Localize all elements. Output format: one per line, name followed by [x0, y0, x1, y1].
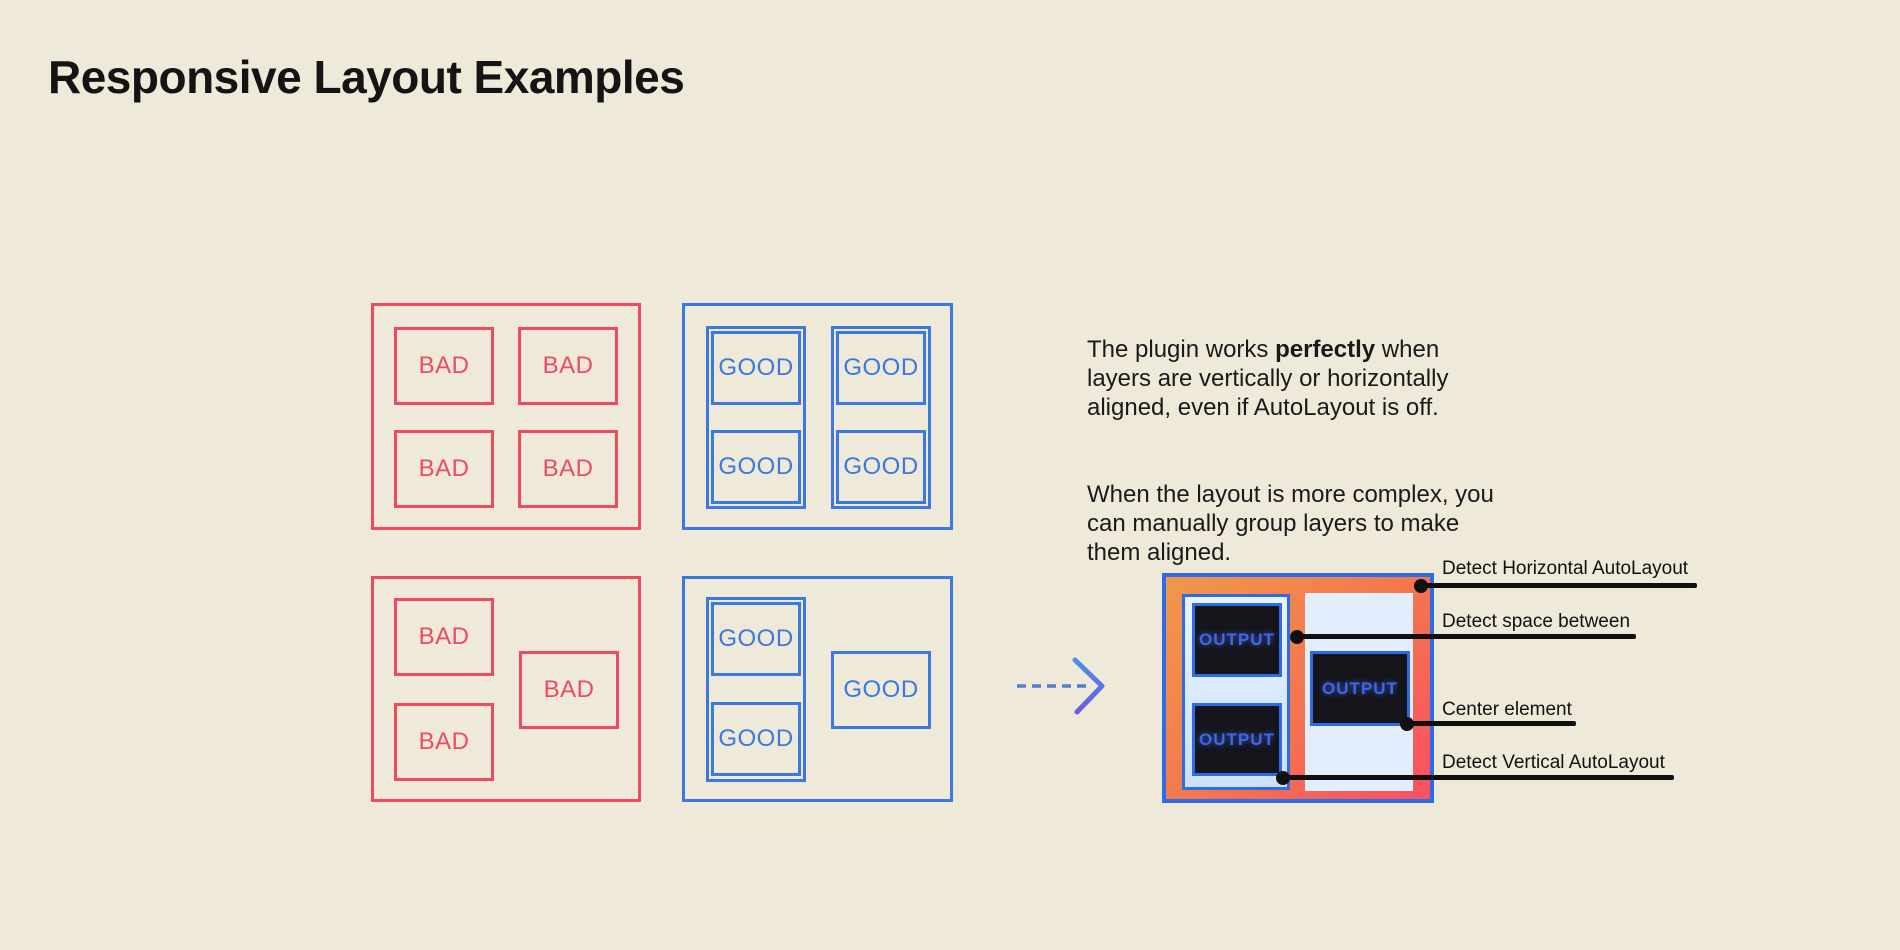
- good-box: GOOD: [836, 331, 926, 405]
- bad-group-complex: BAD BAD BAD: [371, 576, 641, 802]
- page-title: Responsive Layout Examples: [48, 51, 685, 103]
- description-paragraph-1: The plugin works perfectly when layers a…: [1087, 336, 1449, 421]
- connector-dot: [1414, 579, 1428, 593]
- connector-dot: [1290, 630, 1304, 644]
- bad-box: BAD: [518, 430, 618, 508]
- good-group-complex: GOOD GOOD GOOD: [682, 576, 953, 802]
- annotation-detect-vertical-autolayout: Detect Vertical AutoLayout: [1442, 752, 1665, 773]
- bad-box: BAD: [394, 703, 494, 781]
- good-box: GOOD: [711, 702, 801, 776]
- annotation-center-element: Center element: [1442, 699, 1572, 720]
- bad-group-aligned: BAD BAD BAD BAD: [371, 303, 641, 530]
- connector-dot: [1276, 771, 1290, 785]
- leader-line: [1407, 721, 1576, 726]
- good-box: GOOD: [831, 651, 931, 729]
- annotation-detect-horizontal-autolayout: Detect Horizontal AutoLayout: [1442, 558, 1689, 579]
- good-column-group: GOOD GOOD: [706, 326, 806, 509]
- good-column-group: GOOD GOOD: [831, 326, 931, 509]
- good-group-aligned: GOOD GOOD GOOD GOOD: [682, 303, 953, 530]
- bad-box: BAD: [394, 598, 494, 676]
- good-box: GOOD: [711, 602, 801, 676]
- bad-box: BAD: [518, 327, 618, 405]
- connector-dot: [1400, 717, 1414, 731]
- good-box: GOOD: [711, 331, 801, 405]
- output-box: OUTPUT: [1192, 603, 1282, 677]
- good-box: GOOD: [836, 430, 926, 504]
- leader-line: [1421, 583, 1697, 588]
- output-column-group: OUTPUT OUTPUT: [1182, 594, 1290, 790]
- description-paragraph-2: When the layout is more complex, you can…: [1087, 481, 1494, 566]
- annotation-detect-space-between: Detect space between: [1442, 611, 1631, 632]
- leader-line: [1283, 775, 1674, 780]
- output-box: OUTPUT: [1192, 703, 1282, 776]
- bad-box: BAD: [394, 430, 494, 508]
- bad-box: BAD: [519, 651, 619, 729]
- good-box: GOOD: [711, 430, 801, 504]
- leader-line: [1297, 634, 1636, 639]
- bad-box: BAD: [394, 327, 494, 405]
- description-text: The plugin works perfectly when layers a…: [1087, 306, 1607, 625]
- output-box: OUTPUT: [1310, 651, 1410, 726]
- output-result-frame: OUTPUT OUTPUT OUTPUT: [1162, 573, 1434, 803]
- arrow-right-icon: [1017, 657, 1105, 715]
- good-column-group: GOOD GOOD: [706, 597, 806, 782]
